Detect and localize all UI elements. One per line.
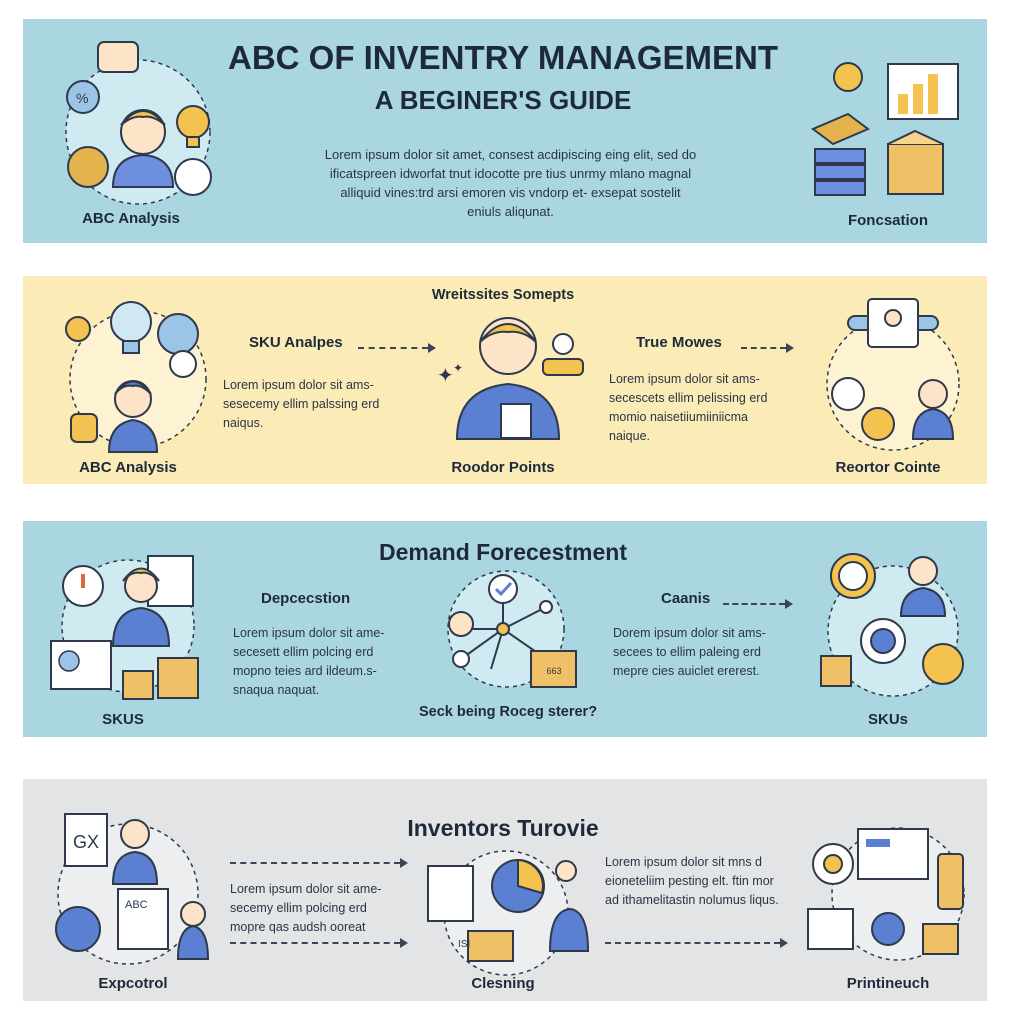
true-moves-text: Lorem ipsum dolor sit ams- secescets ell… (609, 372, 768, 443)
caanis-heading: Caanis (661, 590, 711, 607)
caanis-text: Dorem ipsum dolor sit ams- secees to ell… (613, 626, 766, 678)
depcecstion-heading: Depcecstion (261, 590, 351, 607)
intro-text: Lorem ipsum dolor sit amet, consest acdi… (324, 147, 697, 219)
turnover-left-text: Lorem ipsum dolor sit ame- secemy ellim … (230, 882, 382, 934)
reorder-person-illustration: ✦ ✦ (437, 317, 584, 440)
network-illustration: 663 (447, 570, 577, 688)
label-skus-right: SKUs (867, 711, 908, 728)
label-abc-analysis: ABC Analysis (79, 459, 177, 476)
true-moves-heading: True Mowes (636, 334, 722, 351)
sheet-label: GX (73, 832, 99, 852)
label-expcotrol: Expcotrol (98, 975, 168, 992)
dashed-arrow (605, 942, 780, 944)
turnover-right-text: Lorem ipsum dolor sit mns d eioneteliim … (605, 855, 779, 907)
page-subtitle: A BEGINER'S GUIDE (374, 85, 632, 115)
forecasting-illustration (811, 62, 959, 196)
dashed-arrow (230, 862, 400, 864)
box-label: 663 (546, 666, 561, 676)
dashed-arrow (230, 942, 400, 944)
concepts-heading: Wreitssites Somepts (431, 287, 575, 303)
turnover-band: Inventors Turovie GX ABC Expcotrol Lorem… (23, 779, 987, 1001)
svg-text:✦: ✦ (437, 365, 454, 387)
reorder-counter-illustration (826, 298, 960, 451)
label-skus-left: SKUS (102, 711, 144, 728)
abc-analysis-illustration: % (65, 41, 212, 205)
left-caption: ABC Analysis (82, 210, 180, 227)
dashed-arrow (741, 347, 786, 349)
right-caption: Foncsation (847, 212, 928, 229)
depcecstion-text: Lorem ipsum dolor sit ame- secesett elli… (233, 626, 385, 697)
turnover-title: Inventors Turovie (407, 815, 599, 841)
expcotrol-illustration: GX ABC (55, 813, 210, 965)
arrow-head (785, 599, 793, 609)
clesning-illustration: ISI (427, 850, 590, 976)
sku-analysis-text: Lorem ipsum dolor sit ams- sesecemy elli… (223, 378, 380, 430)
concepts-band: Wreitssites Somepts ABC Analysis SKU Ana… (23, 276, 987, 484)
label-stock-being: Seck being Roceg sterer? (418, 704, 598, 720)
page-title: ABC OF INVENTRY MANAGEMENT (227, 39, 778, 76)
sku-analysis-heading: SKU Analpes (249, 334, 343, 351)
label-reorder-points: Roodor Points (451, 459, 555, 476)
demand-band: Demand Forecestment SKUS Depcecstion Lor… (23, 521, 987, 737)
arrow-head (400, 938, 408, 948)
printineuch-illustration (807, 827, 965, 961)
svg-text:✦: ✦ (453, 361, 463, 375)
intro-band: % ABC Analysis ABC OF INVENTRY MANAGEMEN… (23, 19, 987, 243)
dashed-arrow (358, 347, 428, 349)
label-clesning: Clesning (471, 975, 535, 992)
skus-illustration (50, 555, 199, 700)
svg-text:%: % (76, 90, 88, 106)
label-printineuch: Printineuch (846, 975, 930, 992)
skus-right-illustration (820, 553, 964, 697)
arrow-head (780, 938, 788, 948)
box-label-isi: ISI (458, 939, 470, 950)
dashed-arrow (723, 603, 785, 605)
demand-title: Demand Forecestment (379, 539, 627, 565)
doc-label: ABC (125, 899, 148, 911)
label-reorder-cointe: Reortor Cointe (835, 459, 941, 476)
arrow-head (786, 343, 794, 353)
arrow-head (400, 858, 408, 868)
analysis-illustration (65, 301, 207, 453)
arrow-head (428, 343, 436, 353)
